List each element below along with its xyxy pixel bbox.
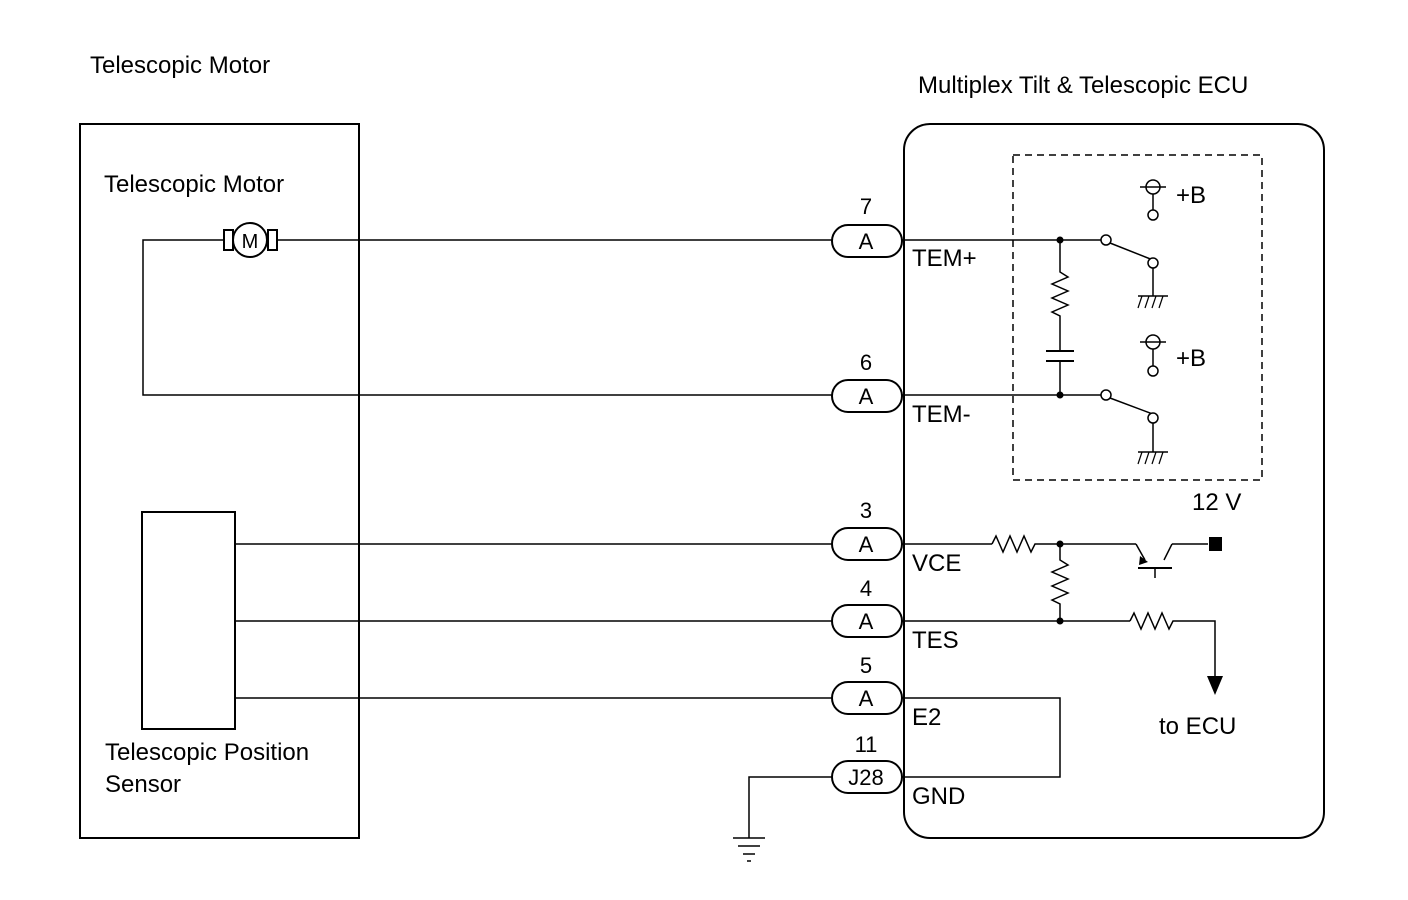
supply-b1-label: +B [1176,182,1206,209]
signal-vce: VCE [912,550,961,577]
junction-dot [1056,617,1064,625]
connector-pin-4: 4 A [831,576,903,638]
motor-label: Telescopic Motor [104,171,284,198]
motor-driver-dashed-box [1012,154,1263,481]
supply-12v-terminal-icon [1209,537,1222,551]
position-sensor-box [141,511,236,730]
connector-code: J28 [848,765,883,790]
connector-pin-11: 11 J28 [831,732,903,794]
left-component-title: Telescopic Motor [90,52,270,79]
resistor-icon [1050,240,1070,350]
ecu-title: Multiplex Tilt & Telescopic ECU [918,72,1248,99]
relay-switch-icon [1100,234,1168,309]
motor-icon: M [223,222,278,258]
to-ecu-label: to ECU [1159,713,1236,740]
pin-number: 3 [860,498,872,523]
battery-plus-terminal-icon [1140,179,1166,221]
pin-number: 6 [860,350,872,375]
sensor-label-line2: Sensor [105,771,181,798]
connector-code: A [859,532,874,557]
e2-gnd-internal-wire [902,697,1061,778]
resistor-icon [991,534,1136,554]
capacitor-icon [1046,350,1074,395]
resistor-icon [1050,544,1070,621]
gnd-wire [748,776,832,838]
supply-b2-label: +B [1176,345,1206,372]
arrow-down-icon [1207,676,1223,695]
connector-pin-6: 6 A [831,350,903,413]
connector-code: A [859,609,874,634]
supply-12v-label: 12 V [1192,489,1241,516]
pin-number: 7 [860,194,872,219]
signal-tem-minus: TEM- [912,401,971,428]
connector-code: A [859,686,874,711]
connector-pin-7: 7 A [831,194,903,258]
pin-number: 5 [860,653,872,678]
motor-return-wire [142,239,832,396]
sensor-label-line1: Telescopic Position [105,739,309,766]
resistor-icon [1129,611,1216,678]
relay-switch-icon [1100,389,1168,465]
chassis-ground-icon [733,837,765,862]
ecu-box [903,123,1325,839]
connector-code: A [859,384,874,409]
signal-tes: TES [912,627,959,654]
signal-e2: E2 [912,704,941,731]
connector-code: A [859,229,874,254]
pin-number: 11 [855,732,878,757]
connector-pin-3: 3 A [831,498,903,561]
battery-plus-terminal-icon [1140,334,1166,377]
telescopic-motor-assembly-box [79,123,360,839]
transistor-icon [1135,543,1208,578]
connector-pin-5: 5 A [831,653,903,715]
signal-tem-plus: TEM+ [912,245,977,272]
motor-symbol-letter: M [242,231,259,253]
signal-gnd: GND [912,783,965,810]
pin-number: 4 [860,576,872,601]
